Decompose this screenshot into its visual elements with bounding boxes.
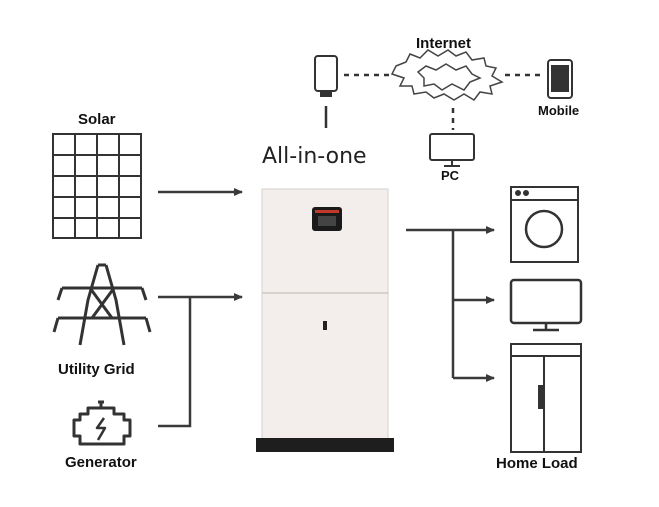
pc-monitor-icon (429, 133, 475, 167)
solar-panel-icon (52, 133, 142, 239)
washing-machine-icon (510, 186, 579, 263)
input-connectors (158, 188, 243, 428)
battery-switch (323, 321, 327, 330)
generator-label: Generator (65, 454, 137, 471)
cloud-icon (390, 49, 504, 101)
solar-label: Solar (78, 111, 116, 128)
wifi-dongle-icon (314, 55, 338, 128)
pc-label: PC (441, 168, 460, 183)
refrigerator-icon (510, 343, 582, 453)
mobile-label: Mobile (538, 103, 580, 118)
generator-icon (72, 400, 132, 446)
internet-label: Internet (416, 35, 472, 52)
all-in-one-cabinet (256, 188, 394, 452)
home-load-label: Home Load (496, 455, 578, 472)
generator-line (158, 297, 192, 428)
power-tower-icon (52, 263, 152, 346)
tv-icon (509, 278, 583, 332)
output-connectors (406, 226, 495, 382)
mobile-phone-icon (547, 59, 573, 99)
network-dashed-links (344, 73, 545, 130)
all-in-one-title: All-in-one (262, 144, 367, 169)
utility-grid-label: Utility Grid (58, 361, 135, 378)
